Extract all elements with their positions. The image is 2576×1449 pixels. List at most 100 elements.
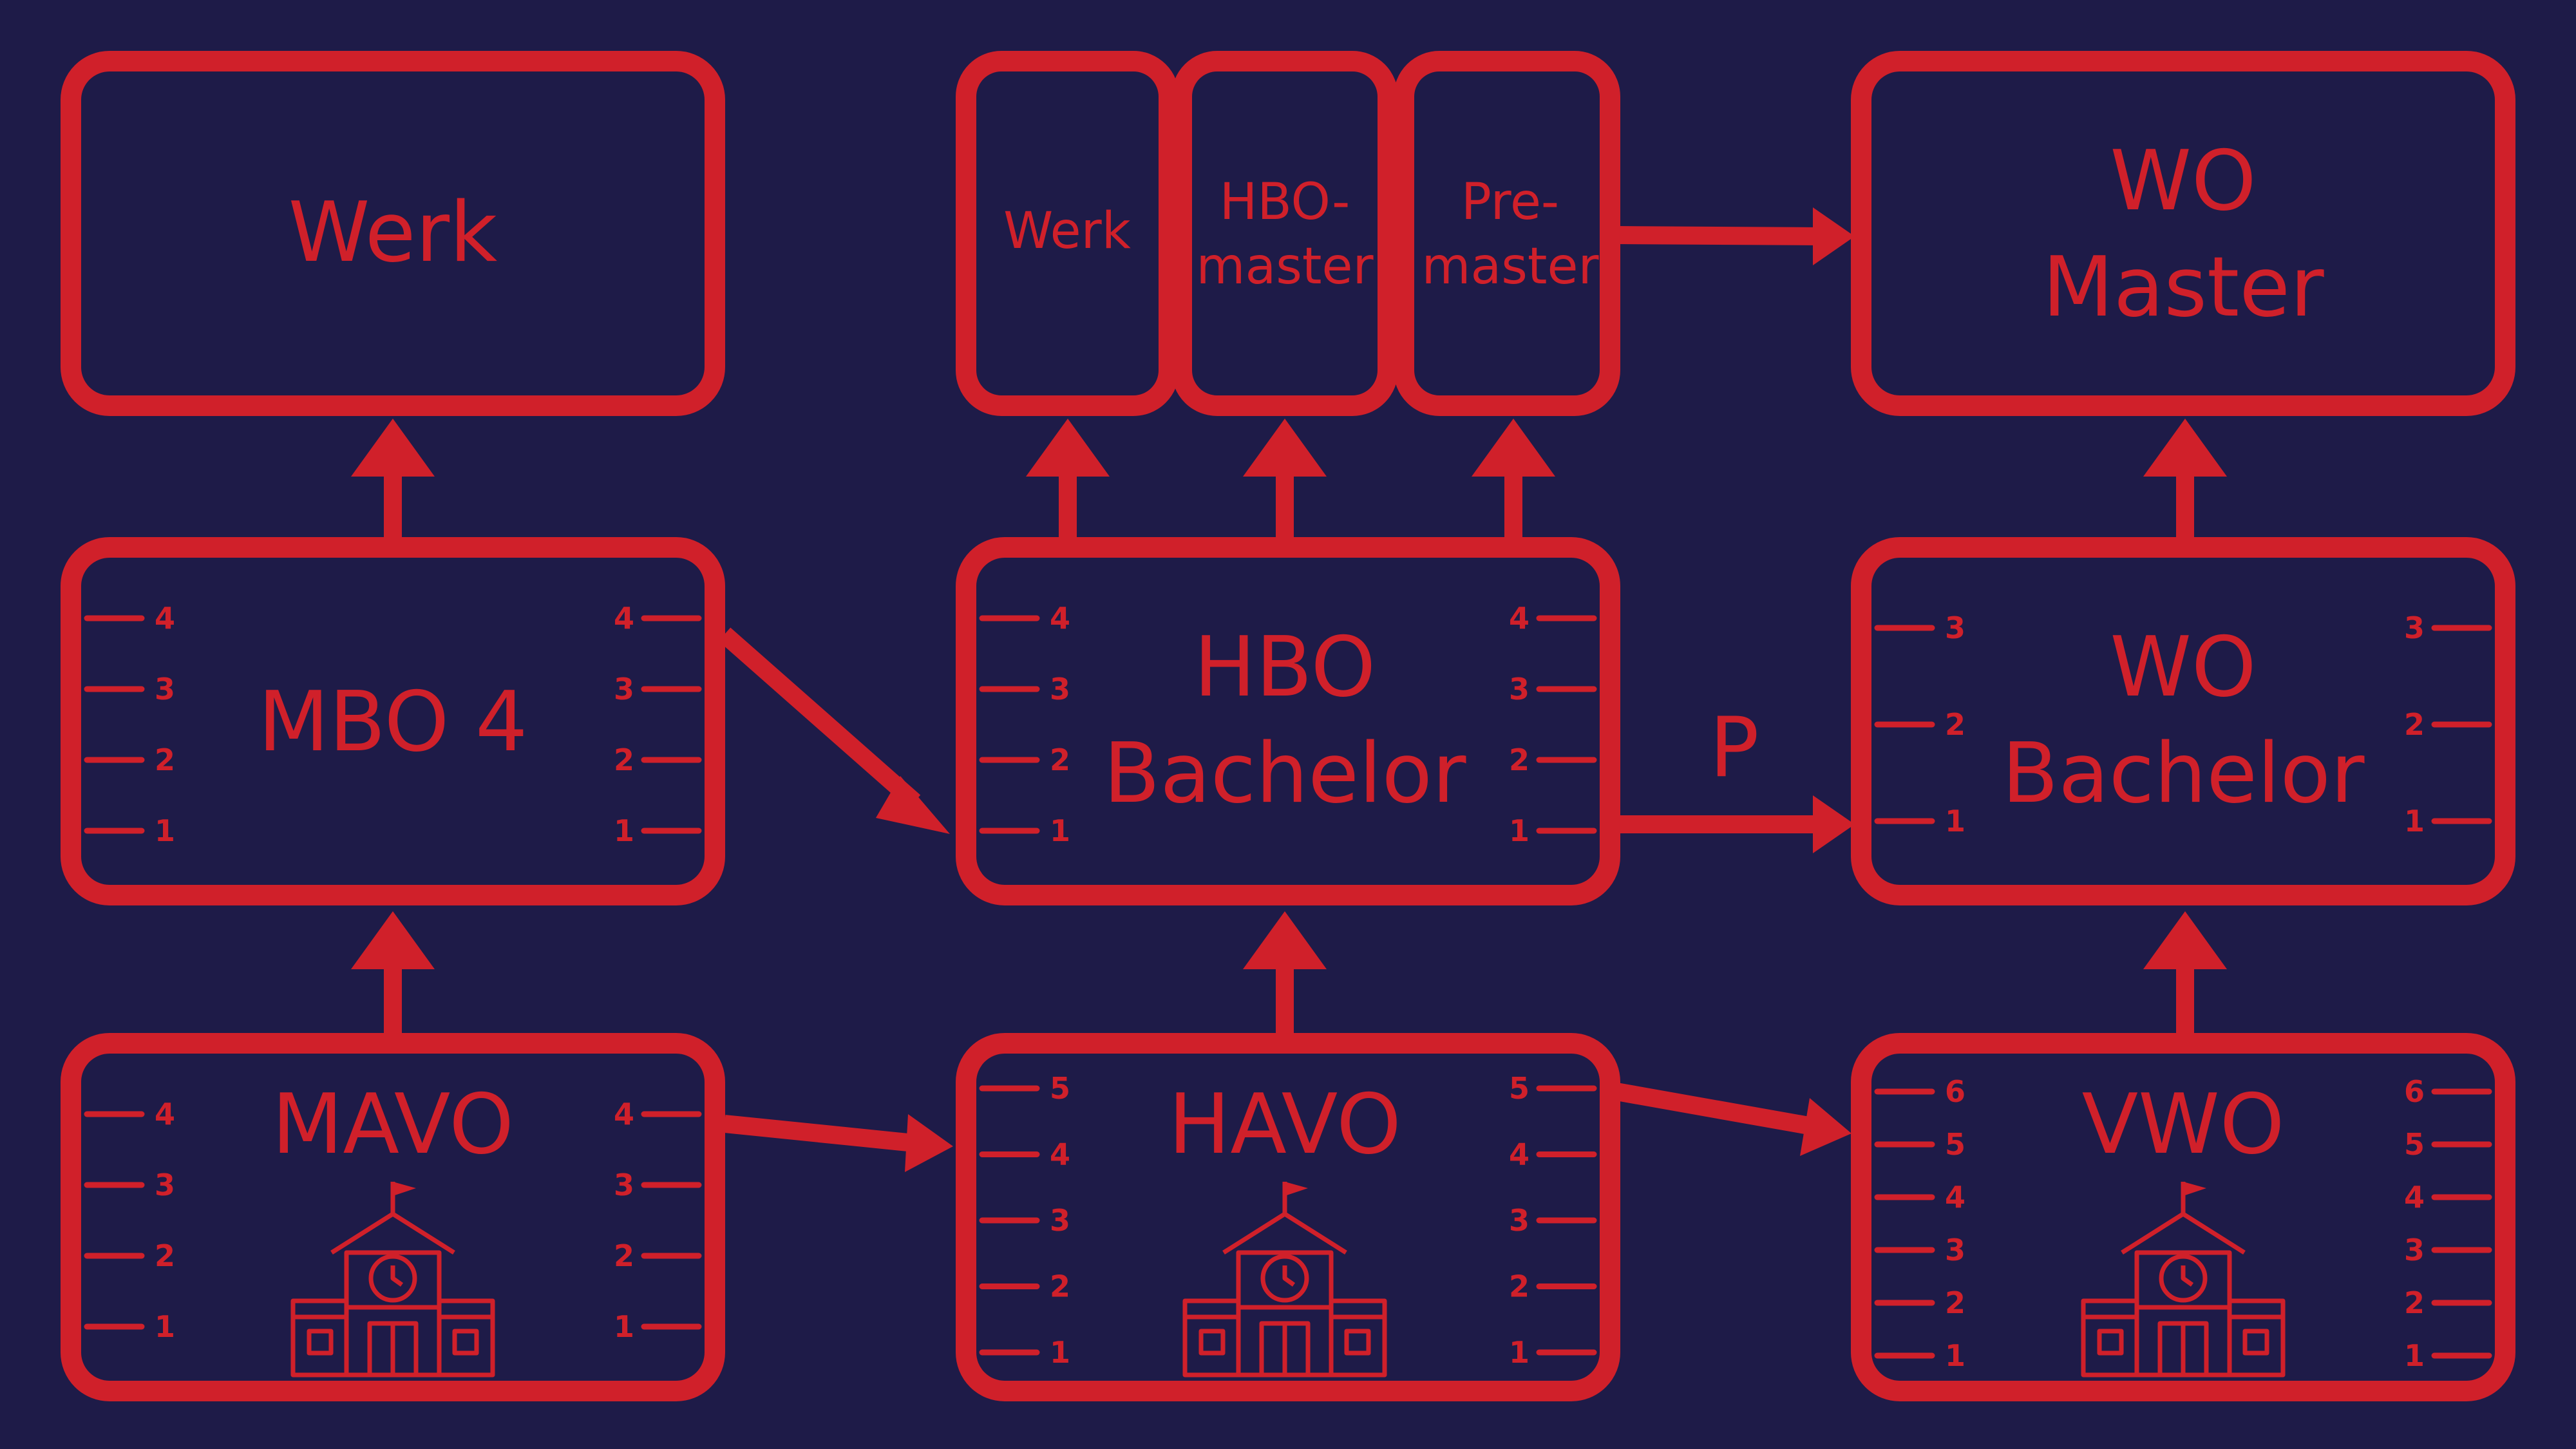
year-tick-label-right: 2 [614, 1238, 634, 1273]
box-werk-mid: Werk [956, 51, 1179, 416]
arrow-havo-to-hbo [1243, 911, 1327, 1037]
year-tick-label-left: 4 [1050, 601, 1070, 636]
year-tick-label-right: 2 [1509, 743, 1530, 777]
box-wo-master: WO Master [1851, 51, 2515, 416]
box-hbo-bachelor: HBO Bachelor 4 4 3 3 2 2 1 1 [956, 537, 1620, 905]
box-hbo-master-line1: HBO- [1220, 173, 1350, 231]
box-pre-master-line2: master [1421, 238, 1599, 296]
year-tick-label-left: 2 [1945, 1285, 1965, 1320]
year-tick-label-left: 5 [1945, 1127, 1965, 1162]
arrow-mbo4-to-werk [351, 419, 435, 541]
arrow-mbo4-to-hbo [718, 627, 950, 834]
year-tick-label-left: 5 [1050, 1071, 1070, 1106]
year-tick-label-right: 4 [1509, 1137, 1530, 1172]
mbo4-year-ticks: 4 4 3 3 2 2 1 1 [84, 601, 702, 848]
year-tick-label-right: 2 [2404, 707, 2425, 742]
year-tick-label-left: 4 [1050, 1137, 1070, 1172]
year-tick-label-right: 2 [614, 743, 634, 777]
box-pre-master-line1: Pre- [1461, 173, 1559, 231]
year-tick-label-right: 3 [614, 1168, 634, 1202]
year-tick-label-left: 4 [155, 1097, 175, 1132]
arrow-hbo-to-pre-master [1472, 419, 1555, 541]
box-wo-master-line1: WO [2110, 133, 2256, 229]
box-hbo-bachelor-line1: HBO [1194, 620, 1376, 715]
year-tick-label-right: 3 [2404, 611, 2425, 645]
box-wo-master-line2: Master [2042, 240, 2324, 336]
year-tick-label-left: 1 [155, 1309, 175, 1344]
year-tick-label-right: 2 [1509, 1269, 1530, 1304]
arrow-mavo-to-mbo4 [351, 911, 435, 1037]
arrow-hbo-to-hbo-master [1243, 419, 1327, 541]
year-tick-label-right: 3 [614, 672, 634, 706]
box-mavo-label: MAVO [272, 1077, 514, 1173]
box-mbo4-label: MBO 4 [258, 674, 528, 770]
year-tick-label-right: 5 [1509, 1071, 1530, 1106]
year-tick-label-left: 4 [1945, 1180, 1965, 1215]
year-tick-label-left: 3 [1945, 611, 1965, 645]
box-werk-mid-label: Werk [1003, 202, 1131, 260]
year-tick-label-right: 4 [614, 1097, 634, 1132]
box-wo-bachelor: WO Bachelor 3 3 2 2 1 1 [1851, 537, 2515, 905]
propedeuse-label: P [1709, 700, 1759, 796]
box-vwo: VWO 6 6 5 5 4 4 3 3 2 2 1 1 [1851, 1033, 2515, 1401]
year-tick-label-left: 3 [1050, 1203, 1070, 1238]
year-tick-label-left: 6 [1945, 1074, 1965, 1109]
year-tick-label-left: 1 [1050, 1335, 1070, 1370]
year-tick-label-right: 3 [2404, 1233, 2425, 1267]
year-tick-label-right: 1 [614, 813, 634, 848]
box-hbo-master: HBO- master [1171, 51, 1398, 416]
year-tick-label-right: 3 [1509, 1203, 1530, 1238]
year-tick-label-left: 3 [1050, 672, 1070, 706]
box-pre-master: Pre- master [1394, 51, 1620, 416]
year-tick-label-left: 1 [1945, 804, 1965, 838]
wo-bachelor-year-ticks: 3 3 2 2 1 1 [1874, 611, 2492, 838]
vwo-year-ticks: 6 6 5 5 4 4 3 3 2 2 1 1 [1874, 1074, 2492, 1373]
arrow-hbo-to-wo-bachelor [1616, 795, 1855, 853]
year-tick-label-right: 4 [614, 601, 634, 636]
box-werk-left-label: Werk [289, 185, 498, 281]
arrow-havo-to-vwo [1615, 1083, 1852, 1156]
year-tick-label-right: 5 [2404, 1127, 2425, 1162]
year-tick-label-left: 2 [1050, 743, 1070, 777]
year-tick-label-right: 1 [614, 1309, 634, 1344]
arrow-mavo-to-havo [723, 1114, 953, 1172]
year-tick-label-left: 2 [1945, 707, 1965, 742]
box-havo: HAVO 5 5 4 4 3 3 2 2 1 1 [956, 1033, 1620, 1401]
year-tick-label-left: 4 [155, 601, 175, 636]
hbo-bachelor-year-ticks: 4 4 3 3 2 2 1 1 [979, 601, 1597, 848]
year-tick-label-right: 1 [1509, 813, 1530, 848]
year-tick-label-left: 1 [1050, 813, 1070, 848]
box-wo-bachelor-line1: WO [2110, 620, 2256, 715]
year-tick-label-left: 1 [1945, 1338, 1965, 1373]
year-tick-label-right: 1 [2404, 804, 2425, 838]
havo-year-ticks: 5 5 4 4 3 3 2 2 1 1 [979, 1071, 1597, 1370]
year-tick-label-left: 2 [155, 1238, 175, 1273]
year-tick-label-right: 4 [1509, 601, 1530, 636]
year-tick-label-right: 6 [2404, 1074, 2425, 1109]
box-hbo-bachelor-line2: Bachelor [1104, 726, 1466, 822]
connectors: P [351, 207, 2227, 1172]
year-tick-label-right: 2 [2404, 1285, 2425, 1320]
arrow-hbo-to-werk [1026, 419, 1110, 541]
box-vwo-label: VWO [2082, 1077, 2285, 1173]
box-mbo4: MBO 4 4 4 3 3 2 2 1 1 [61, 537, 725, 905]
arrow-wo-bachelor-to-wo-master [2143, 419, 2227, 541]
year-tick-label-left: 1 [155, 813, 175, 848]
year-tick-label-left: 2 [155, 743, 175, 777]
year-tick-label-left: 2 [1050, 1269, 1070, 1304]
year-tick-label-right: 4 [2404, 1180, 2425, 1215]
box-hbo-master-line2: master [1196, 238, 1374, 296]
box-werk-left: Werk [61, 51, 725, 416]
year-tick-label-left: 3 [155, 672, 175, 706]
year-tick-label-right: 1 [1509, 1335, 1530, 1370]
year-tick-label-left: 3 [1945, 1233, 1965, 1267]
box-havo-label: HAVO [1168, 1077, 1401, 1173]
year-tick-label-right: 1 [2404, 1338, 2425, 1373]
year-tick-label-right: 3 [1509, 672, 1530, 706]
arrow-pre-master-to-wo-master [1616, 207, 1855, 265]
arrow-vwo-to-wo-bachelor [2143, 911, 2227, 1037]
box-wo-bachelor-line2: Bachelor [2002, 726, 2365, 822]
